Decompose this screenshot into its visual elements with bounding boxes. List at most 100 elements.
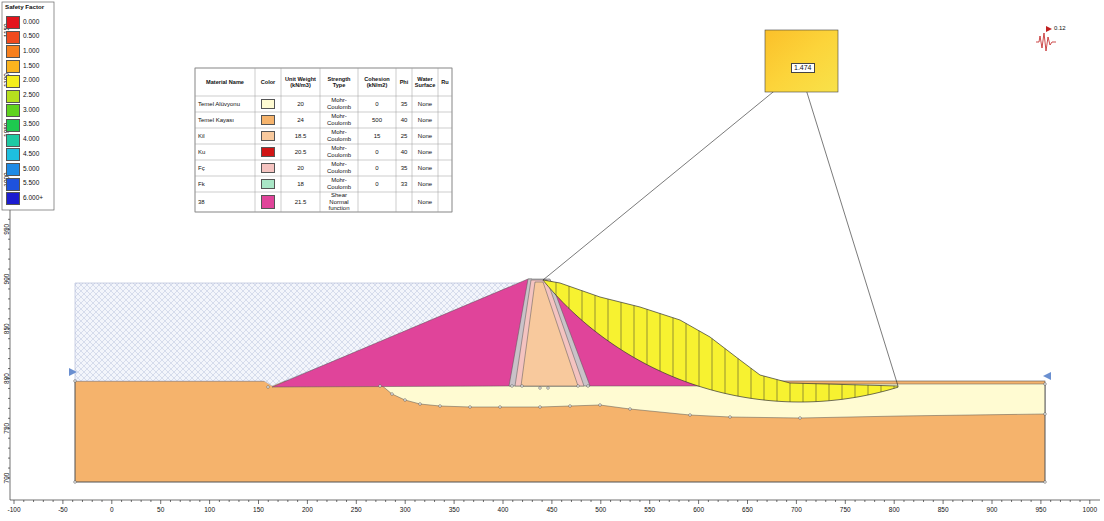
slice-line <box>712 339 713 391</box>
legend-swatch <box>6 134 20 147</box>
axis-tick-label: 800 <box>889 506 900 513</box>
slice-line <box>621 302 622 349</box>
table-cell: None <box>412 192 438 212</box>
slice-line <box>634 306 635 358</box>
legend-value: 5.500 <box>23 179 39 186</box>
legend-value: 1.000 <box>23 47 39 54</box>
legend-value: 6.000+ <box>23 194 43 201</box>
table-cell: 0 <box>358 144 396 160</box>
table-cell: 20 <box>281 160 320 176</box>
axis-tick-label: 600 <box>693 506 704 513</box>
table-cell: Mohr-Coulomb <box>320 128 358 144</box>
slip-surface <box>543 30 898 402</box>
slice-line <box>647 309 648 364</box>
axis-tick-label: 150 <box>253 506 264 513</box>
legend-swatch <box>6 90 20 103</box>
material-swatch <box>261 195 275 209</box>
slice-line <box>673 318 674 377</box>
radius-line <box>543 70 800 280</box>
material-name: Fç <box>195 160 255 176</box>
legend-frame <box>2 2 54 210</box>
table-cell: None <box>412 176 438 192</box>
slice-line <box>699 331 700 386</box>
material-swatch <box>261 147 275 157</box>
table-cell: 18 <box>281 176 320 192</box>
legend-swatch <box>6 75 20 88</box>
slice-line <box>738 358 739 396</box>
legend-swatch <box>6 178 20 191</box>
legend-swatch <box>6 104 20 117</box>
axis-tick-label: 800 <box>3 373 10 384</box>
slice-line <box>569 286 570 308</box>
table-cell: 15 <box>358 128 396 144</box>
slice-line <box>556 282 557 295</box>
seismic-arrow <box>1046 26 1052 32</box>
material-name: Kil <box>195 128 255 144</box>
table-cell: Shear Normal function <box>320 192 358 212</box>
material-swatch <box>261 179 275 189</box>
axis-tick-label: 400 <box>498 506 509 513</box>
table-cell: None <box>412 160 438 176</box>
material-swatch <box>261 115 275 125</box>
axis-tick-label: 750 <box>3 423 10 434</box>
slip-mass <box>543 280 898 402</box>
slice-line <box>816 384 817 402</box>
table-cell: None <box>412 128 438 144</box>
legend-value: 0.000 <box>23 18 39 25</box>
slice-line <box>751 368 752 398</box>
axis-tick-label: 1000 <box>1083 506 1097 513</box>
axis-tick-label: 900 <box>987 506 998 513</box>
slice-line <box>829 384 830 401</box>
table-cell: None <box>412 96 438 112</box>
material-name: Fk <box>195 176 255 192</box>
table-cell: Mohr-Coulomb <box>320 160 358 176</box>
legend-value: 2.500 <box>23 91 39 98</box>
table-cell: 33 <box>396 176 412 192</box>
table-cell: None <box>412 112 438 128</box>
legend-value: 5.000 <box>23 165 39 172</box>
axis-tick-label: 350 <box>449 506 460 513</box>
axis <box>6 18 1100 504</box>
center-grid <box>765 30 838 92</box>
legend-swatch <box>6 60 20 73</box>
table-cell: Mohr-Coulomb <box>320 112 358 128</box>
legend-value: 4.500 <box>23 150 39 157</box>
legend-value: 1.500 <box>23 62 39 69</box>
table-cell: 500 <box>358 112 396 128</box>
slice-line <box>803 383 804 402</box>
legend-value: 4.000 <box>23 135 39 142</box>
legend-value: 2.000 <box>23 76 39 83</box>
material-name: Ku <box>195 144 255 160</box>
material-swatch <box>261 163 275 173</box>
slice-line <box>790 383 791 402</box>
axis-tick-label: 50 <box>157 506 164 513</box>
table-cell: Phi <box>396 68 412 96</box>
legend-swatch <box>6 45 20 58</box>
radius-line <box>800 70 898 386</box>
seismic-coefficient: 0.12 <box>1054 25 1066 32</box>
legend-value: 0.500 <box>23 32 39 39</box>
material-table <box>195 68 452 212</box>
axis-tick-label: 250 <box>351 506 362 513</box>
axis-tick-label: 700 <box>3 473 10 484</box>
axis-tick-label: 550 <box>644 506 655 513</box>
table-cell: 21.5 <box>281 192 320 212</box>
axis-tick-label: 450 <box>546 506 557 513</box>
axis-tick-label: 0 <box>110 506 114 513</box>
slice-line <box>894 386 895 389</box>
table-cell: 40 <box>396 112 412 128</box>
legend-value: 3.500 <box>23 120 39 127</box>
table-cell: Material Name <box>195 68 255 96</box>
table-cell: Water Surface <box>412 68 438 96</box>
axis-tick-label: 750 <box>840 506 851 513</box>
slice-line <box>855 385 856 398</box>
slice-line <box>881 386 882 392</box>
table-cell: Color <box>255 68 281 96</box>
legend-swatch <box>6 148 20 161</box>
table-cell: Strength Type <box>320 68 358 96</box>
material-name: Temel Kayası <box>195 112 255 128</box>
legend-value: 3.000 <box>23 106 39 113</box>
safety-factor-value: 1.474 <box>791 63 815 73</box>
legend-swatch <box>6 16 20 29</box>
